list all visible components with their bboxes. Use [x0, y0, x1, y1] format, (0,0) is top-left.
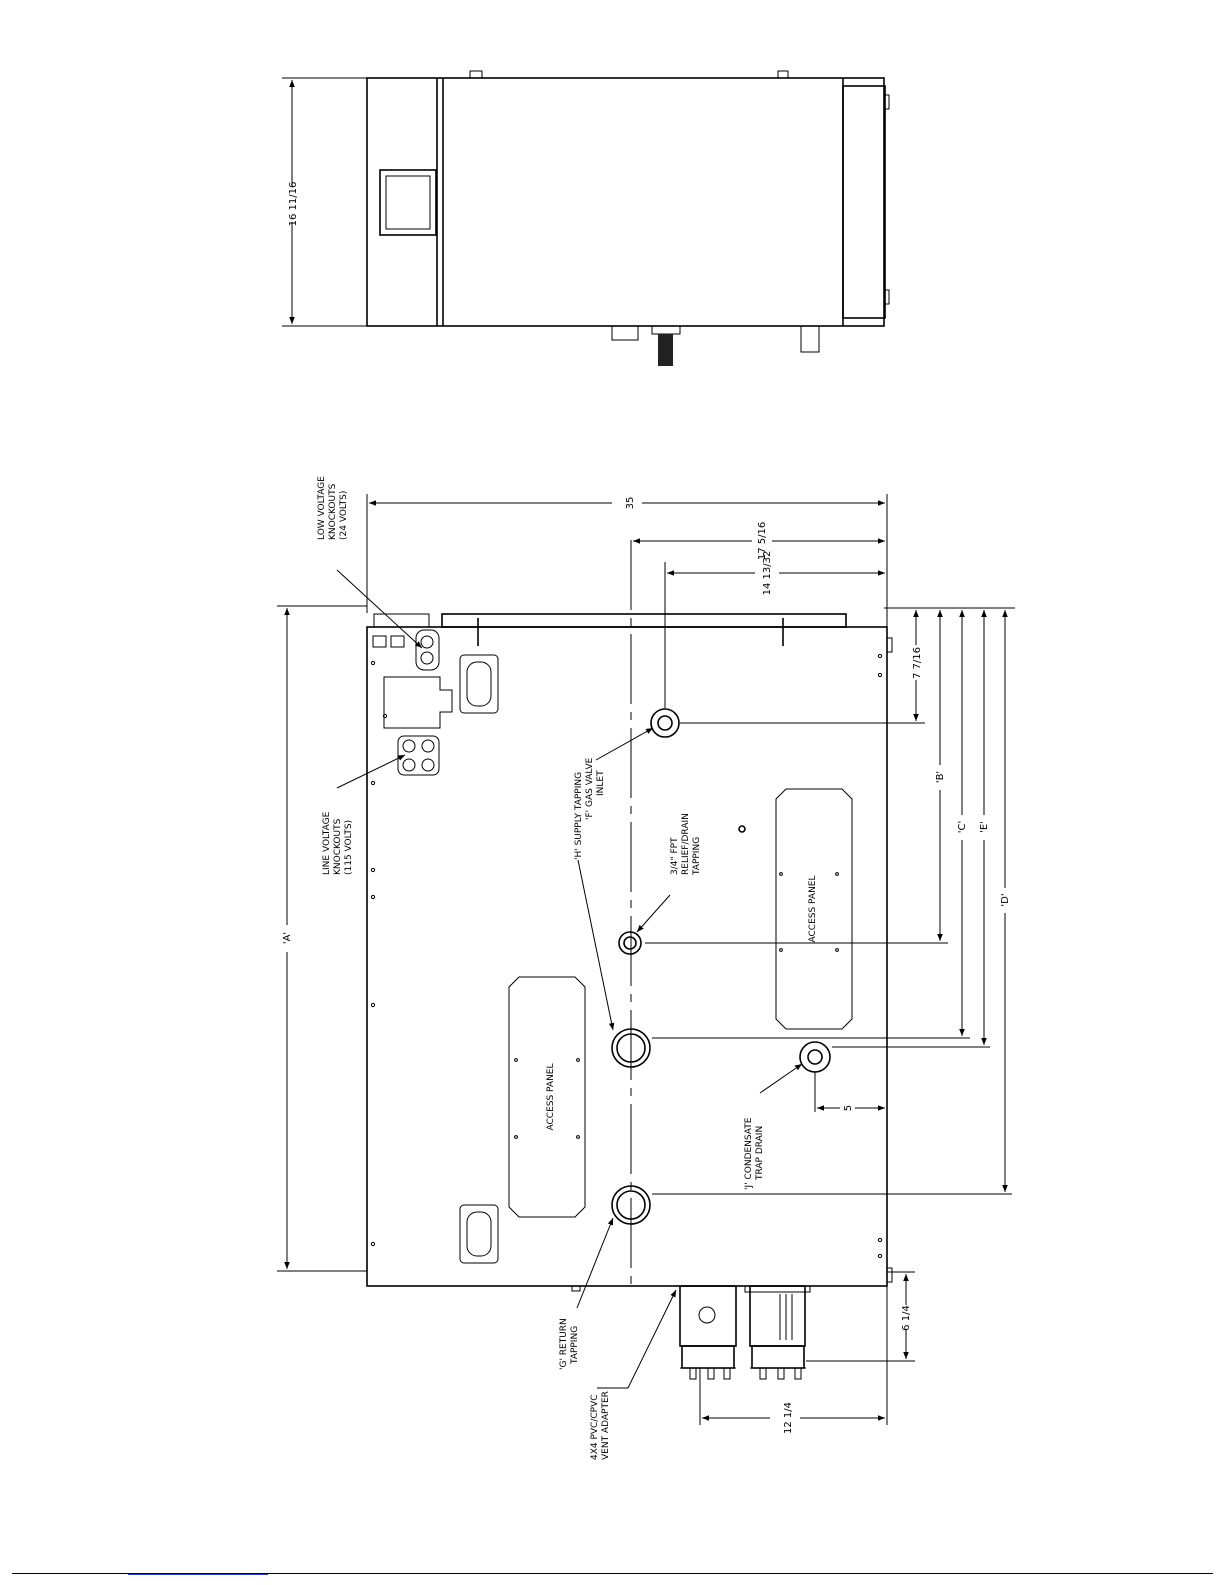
vent-adapter [679, 1285, 811, 1380]
callout-supply-gas: 'H' SUPPLY TAPPING 'F' GAS VALVE INLET [574, 757, 606, 860]
svg-text:'G' RETURN: 'G' RETURN [559, 1318, 569, 1370]
access-panel-right [775, 788, 853, 1030]
svg-text:LINE VOLTAGE: LINE VOLTAGE [322, 811, 332, 875]
footer-rule [12, 1573, 1213, 1574]
supply-tapping [611, 1028, 651, 1068]
dim-6-1-4: 6 1/4 [901, 1305, 912, 1331]
connection-stub [611, 325, 639, 341]
dim-7-7-16: 7 7/16 [912, 647, 923, 679]
svg-text:3/4" FPT: 3/4" FPT [670, 837, 680, 875]
dim-C: 'C' [957, 821, 968, 833]
dim-17-5-16: 17 5/16 [757, 522, 768, 560]
dim-B: 'B' [935, 771, 946, 783]
footer-link-underline[interactable] [128, 1574, 268, 1575]
svg-text:(115 VOLTS): (115 VOLTS) [344, 820, 354, 875]
svg-text:KNOCKOUTS: KNOCKOUTS [333, 818, 343, 875]
svg-text:(24 VOLTS): (24 VOLTS) [339, 491, 349, 540]
handle-bottom [459, 1204, 499, 1264]
dim-35: 35 [625, 497, 636, 510]
access-panel-right-label: ACCESS PANEL [808, 876, 818, 943]
handle-top [459, 654, 499, 714]
side-view: ACCESS PANEL ACCESS PANEL [366, 540, 893, 1380]
access-panel-left [508, 976, 586, 1218]
dim-12-1-4: 12 1/4 [783, 1402, 794, 1434]
dimensions: 35 17 5/16 14 13/32 7 7/16 'B' 'C' 'E' [277, 494, 1015, 1434]
svg-text:'H' SUPPLY TAPPING: 'H' SUPPLY TAPPING [574, 772, 584, 860]
svg-text:INLET: INLET [596, 770, 606, 796]
svg-text:VENT ADAPTER: VENT ADAPTER [601, 1391, 611, 1460]
junction-plate [383, 676, 453, 729]
condensate-drain [799, 1041, 831, 1073]
callout-relief-drain: 3/4" FPT RELIEF/DRAIN TAPPING [670, 813, 702, 876]
svg-text:'F' GAS VALVE: 'F' GAS VALVE [585, 757, 595, 820]
svg-text:TAPPING: TAPPING [570, 1326, 580, 1365]
access-panel-left-label: ACCESS PANEL [546, 1064, 556, 1131]
relief-drain-tapping [618, 931, 642, 955]
svg-text:TRAP DRAIN: TRAP DRAIN [755, 1126, 765, 1181]
dim-5: 5 [843, 1105, 854, 1111]
dim-E: 'E' [979, 821, 990, 833]
callout-vent-adapter: 4X4 PVC/CPVC VENT ADAPTER [590, 1391, 611, 1460]
svg-text:RELIEF/DRAIN: RELIEF/DRAIN [681, 813, 691, 875]
callout-line-voltage: LINE VOLTAGE KNOCKOUTS (115 VOLTS) [322, 811, 354, 875]
gas-pipe [658, 334, 673, 366]
return-tapping [611, 1185, 651, 1225]
callout-condensate: 'J' CONDENSATE TRAP DRAIN [744, 1117, 765, 1190]
top-view: 16 11/16 [282, 70, 890, 366]
svg-text:KNOCKOUTS: KNOCKOUTS [328, 483, 338, 540]
dim-14-13-32: 14 13/32 [762, 551, 773, 596]
dim-A: 'A' [282, 932, 293, 944]
svg-text:4X4 PVC/CPVC: 4X4 PVC/CPVC [590, 1394, 600, 1460]
svg-text:TAPPING: TAPPING [692, 837, 702, 876]
svg-text:'J' CONDENSATE: 'J' CONDENSATE [744, 1117, 754, 1190]
dim-D: 'D' [1000, 893, 1011, 906]
top-view-body [366, 77, 885, 327]
gas-valve-inlet [650, 708, 680, 738]
low-voltage-knockouts [415, 629, 440, 671]
svg-text:LOW VOLTAGE: LOW VOLTAGE [317, 476, 327, 540]
callout-return: 'G' RETURN TAPPING [559, 1318, 580, 1370]
display-window [379, 169, 437, 236]
top-height-dim: 16 11/16 [288, 182, 299, 227]
callout-low-voltage: LOW VOLTAGE KNOCKOUTS (24 VOLTS) [317, 476, 349, 540]
callouts: LOW VOLTAGE KNOCKOUTS (24 VOLTS) LINE VO… [317, 476, 803, 1460]
